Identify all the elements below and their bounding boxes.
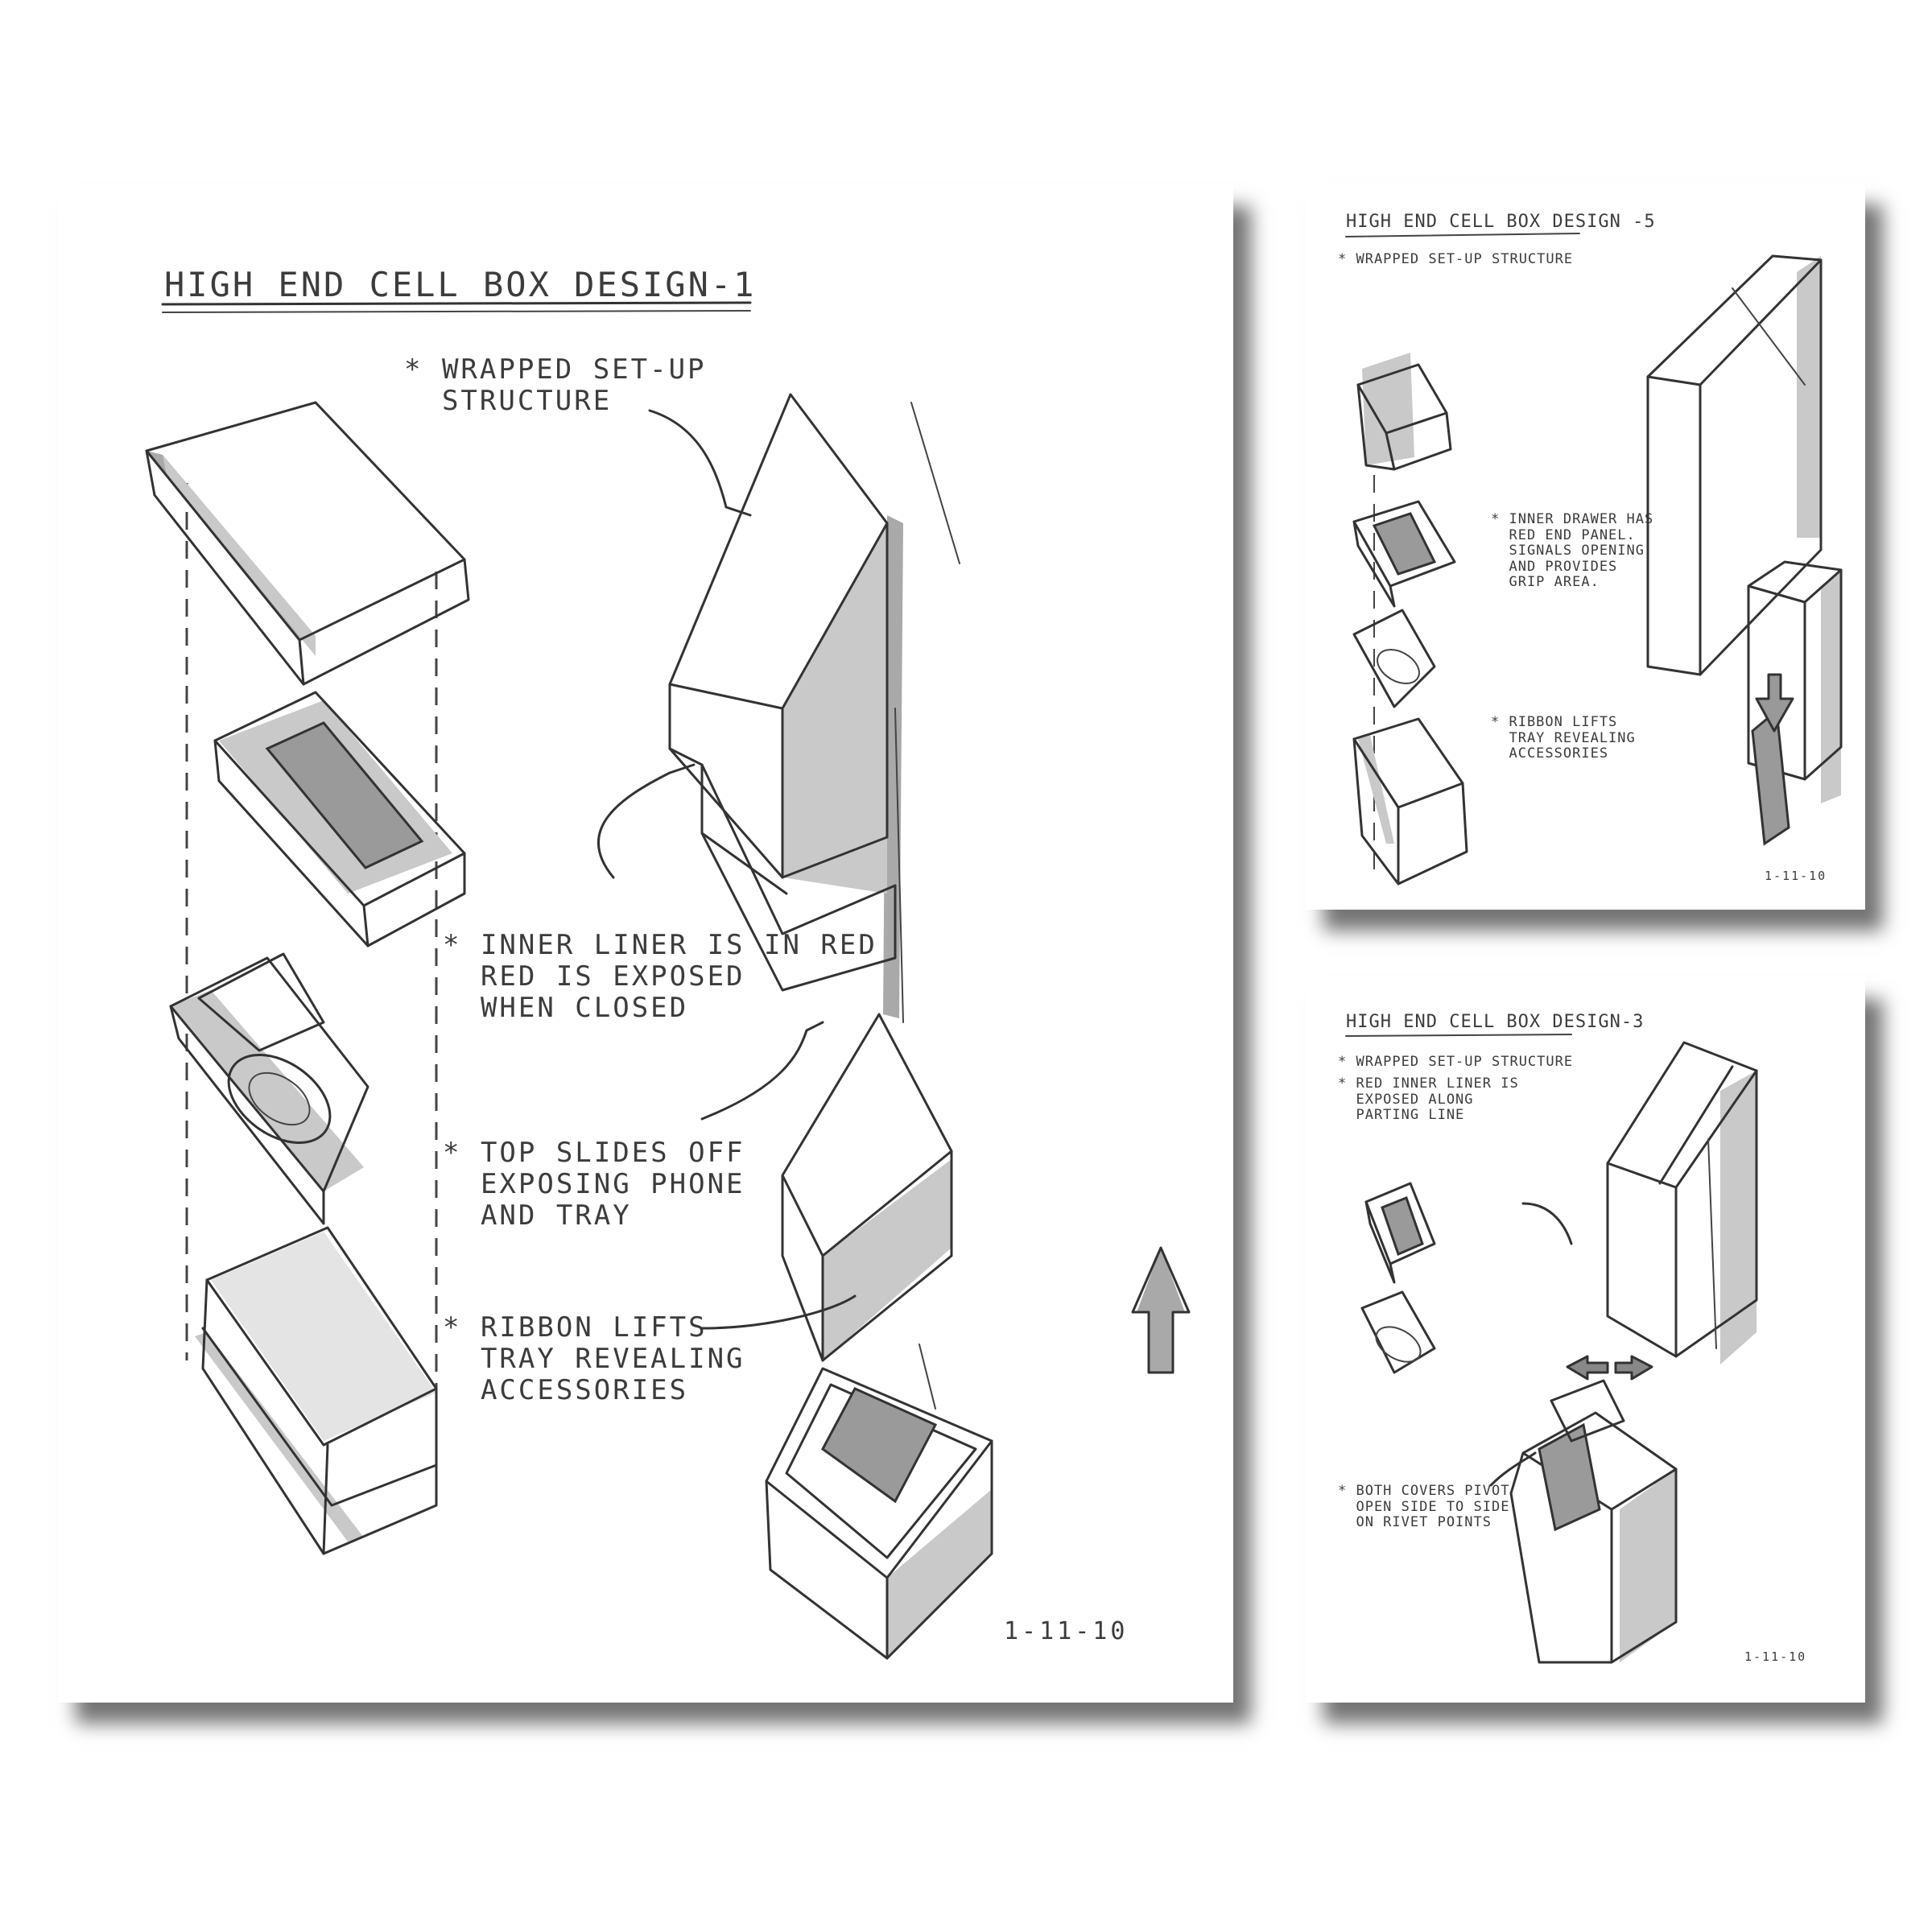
note-top-slides: * TOP SLIDES OFF EXPOSING PHONE AND TRAY [443,1137,745,1232]
box-sketch-illustration [145,393,1191,1660]
note-both-covers-pivot: * BOTH COVERS PIVOT OPEN SIDE TO SIDE ON… [1338,1483,1510,1531]
note-wrapped-structure: * WRAPPED SET-UP STRUCTURE [1338,1054,1574,1070]
note-ribbon-lifts: * RIBBON LIFTS TRAY REVEALING ACCESSORIE… [1491,714,1636,762]
title-underline [1345,1034,1572,1037]
sketch-sheet-design-5: HIGH END CELL BOX DESIGN -5 * WRAPPED SE… [1306,184,1865,910]
note-wrapped-structure: * WRAPPED SET-UP STRUCTURE [1338,251,1574,267]
closed-box [668,393,960,1023]
leader-line [1489,1451,1537,1487]
leader-line [1521,1202,1573,1245]
right-arrow-icon [1614,1355,1653,1381]
phone-tray [213,691,466,947]
sleeve [1356,353,1452,471]
leader-line [700,1021,824,1121]
leader-line [700,1294,857,1330]
sheet-title: HIGH END CELL BOX DESIGN-1 [164,265,757,304]
down-arrow-icon [1755,673,1794,733]
sheet-title: HIGH END CELL BOX DESIGN -5 [1346,212,1656,232]
note-inner-drawer: * INNER DRAWER HAS RED END PANEL. SIGNAL… [1491,511,1654,591]
box-sketch-illustration [1360,1041,1758,1664]
open-base [1352,717,1468,886]
leader-line [597,763,696,879]
sketch-sheet-design-3: HIGH END CELL BOX DESIGN-3 * WRAPPED SET… [1306,978,1865,1703]
up-arrow-icon [1131,1246,1191,1374]
exploded-lid [145,401,470,686]
closed-box [1606,1041,1758,1364]
accessory-insert [169,952,369,1225]
title-underline [1345,233,1580,237]
sketch-sheet-design-1: HIGH END CELL BOX DESIGN-1 * WRAPPED SET… [58,185,1233,1703]
base-with-phone [765,1344,993,1660]
accessory-insert [1352,609,1436,708]
note-inner-liner: * INNER LINER IS IN RED RED IS EXPOSED W… [443,929,877,1025]
open-base [195,1226,438,1555]
note-ribbon-lifts: * RIBBON LIFTS TRAY REVEALING ACCESSORIE… [443,1311,745,1407]
open-drawer-box [1747,560,1843,846]
accessory-insert [1360,1290,1436,1374]
sheet-title: HIGH END CELL BOX DESIGN-3 [1346,1012,1645,1032]
title-underline [161,301,752,313]
drawer [1352,500,1456,608]
leader-line [648,409,752,517]
phone-tray [1364,1182,1436,1284]
closed-box [1646,254,1823,676]
sheet-date: 1-11-10 [1744,1649,1807,1664]
left-arrow-icon [1566,1355,1609,1381]
open-box [1509,1379,1678,1664]
note-wrapped-structure: * WRAPPED SET-UP STRUCTURE [404,353,707,418]
lifted-lid [781,1013,953,1362]
sheet-date: 1-11-10 [1004,1617,1129,1645]
box-sketch-illustration [1352,254,1843,886]
note-red-inner-liner: * RED INNER LINER IS EXPOSED ALONG PARTI… [1338,1075,1519,1124]
sheet-date: 1-11-10 [1765,869,1827,883]
